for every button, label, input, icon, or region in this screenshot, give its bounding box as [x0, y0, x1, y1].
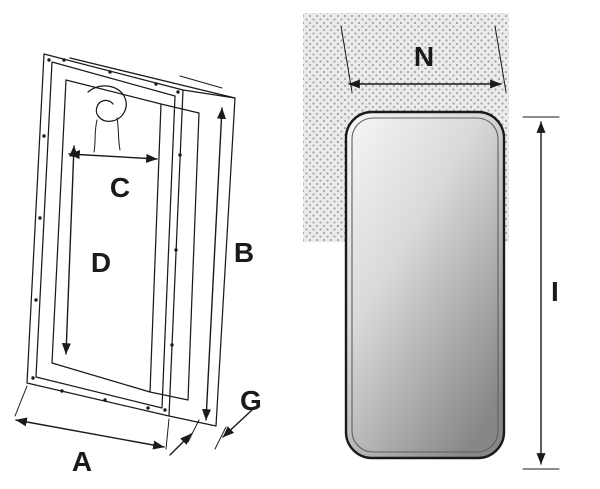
dim-n	[340, 25, 507, 93]
panel-front-view: N I	[303, 13, 560, 470]
panel-bezel	[351, 117, 499, 453]
dim-d-line	[61, 145, 79, 355]
frame-screw-holes	[31, 58, 182, 412]
dim-label-i: I	[551, 276, 559, 307]
dim-label-n: N	[414, 41, 434, 72]
coil-detail	[87, 85, 127, 153]
panel	[344, 110, 506, 460]
dim-label-g: G	[240, 385, 262, 416]
dim-label-c: C	[110, 172, 130, 203]
dim-a	[14, 385, 170, 450]
dim-label-b: B	[234, 237, 254, 268]
frame-inner-rim	[35, 61, 176, 409]
dim-g	[169, 409, 253, 456]
dim-label-d: D	[91, 247, 111, 278]
dim-i	[522, 116, 560, 470]
dim-b	[179, 75, 226, 421]
frame-cutout-view: C D B A G	[14, 53, 262, 477]
dim-c-line	[68, 150, 158, 163]
dim-label-a: A	[72, 446, 92, 477]
frame-outer-edge	[26, 53, 184, 417]
frame-depth-edges	[69, 57, 236, 427]
frame-opening	[51, 79, 162, 393]
